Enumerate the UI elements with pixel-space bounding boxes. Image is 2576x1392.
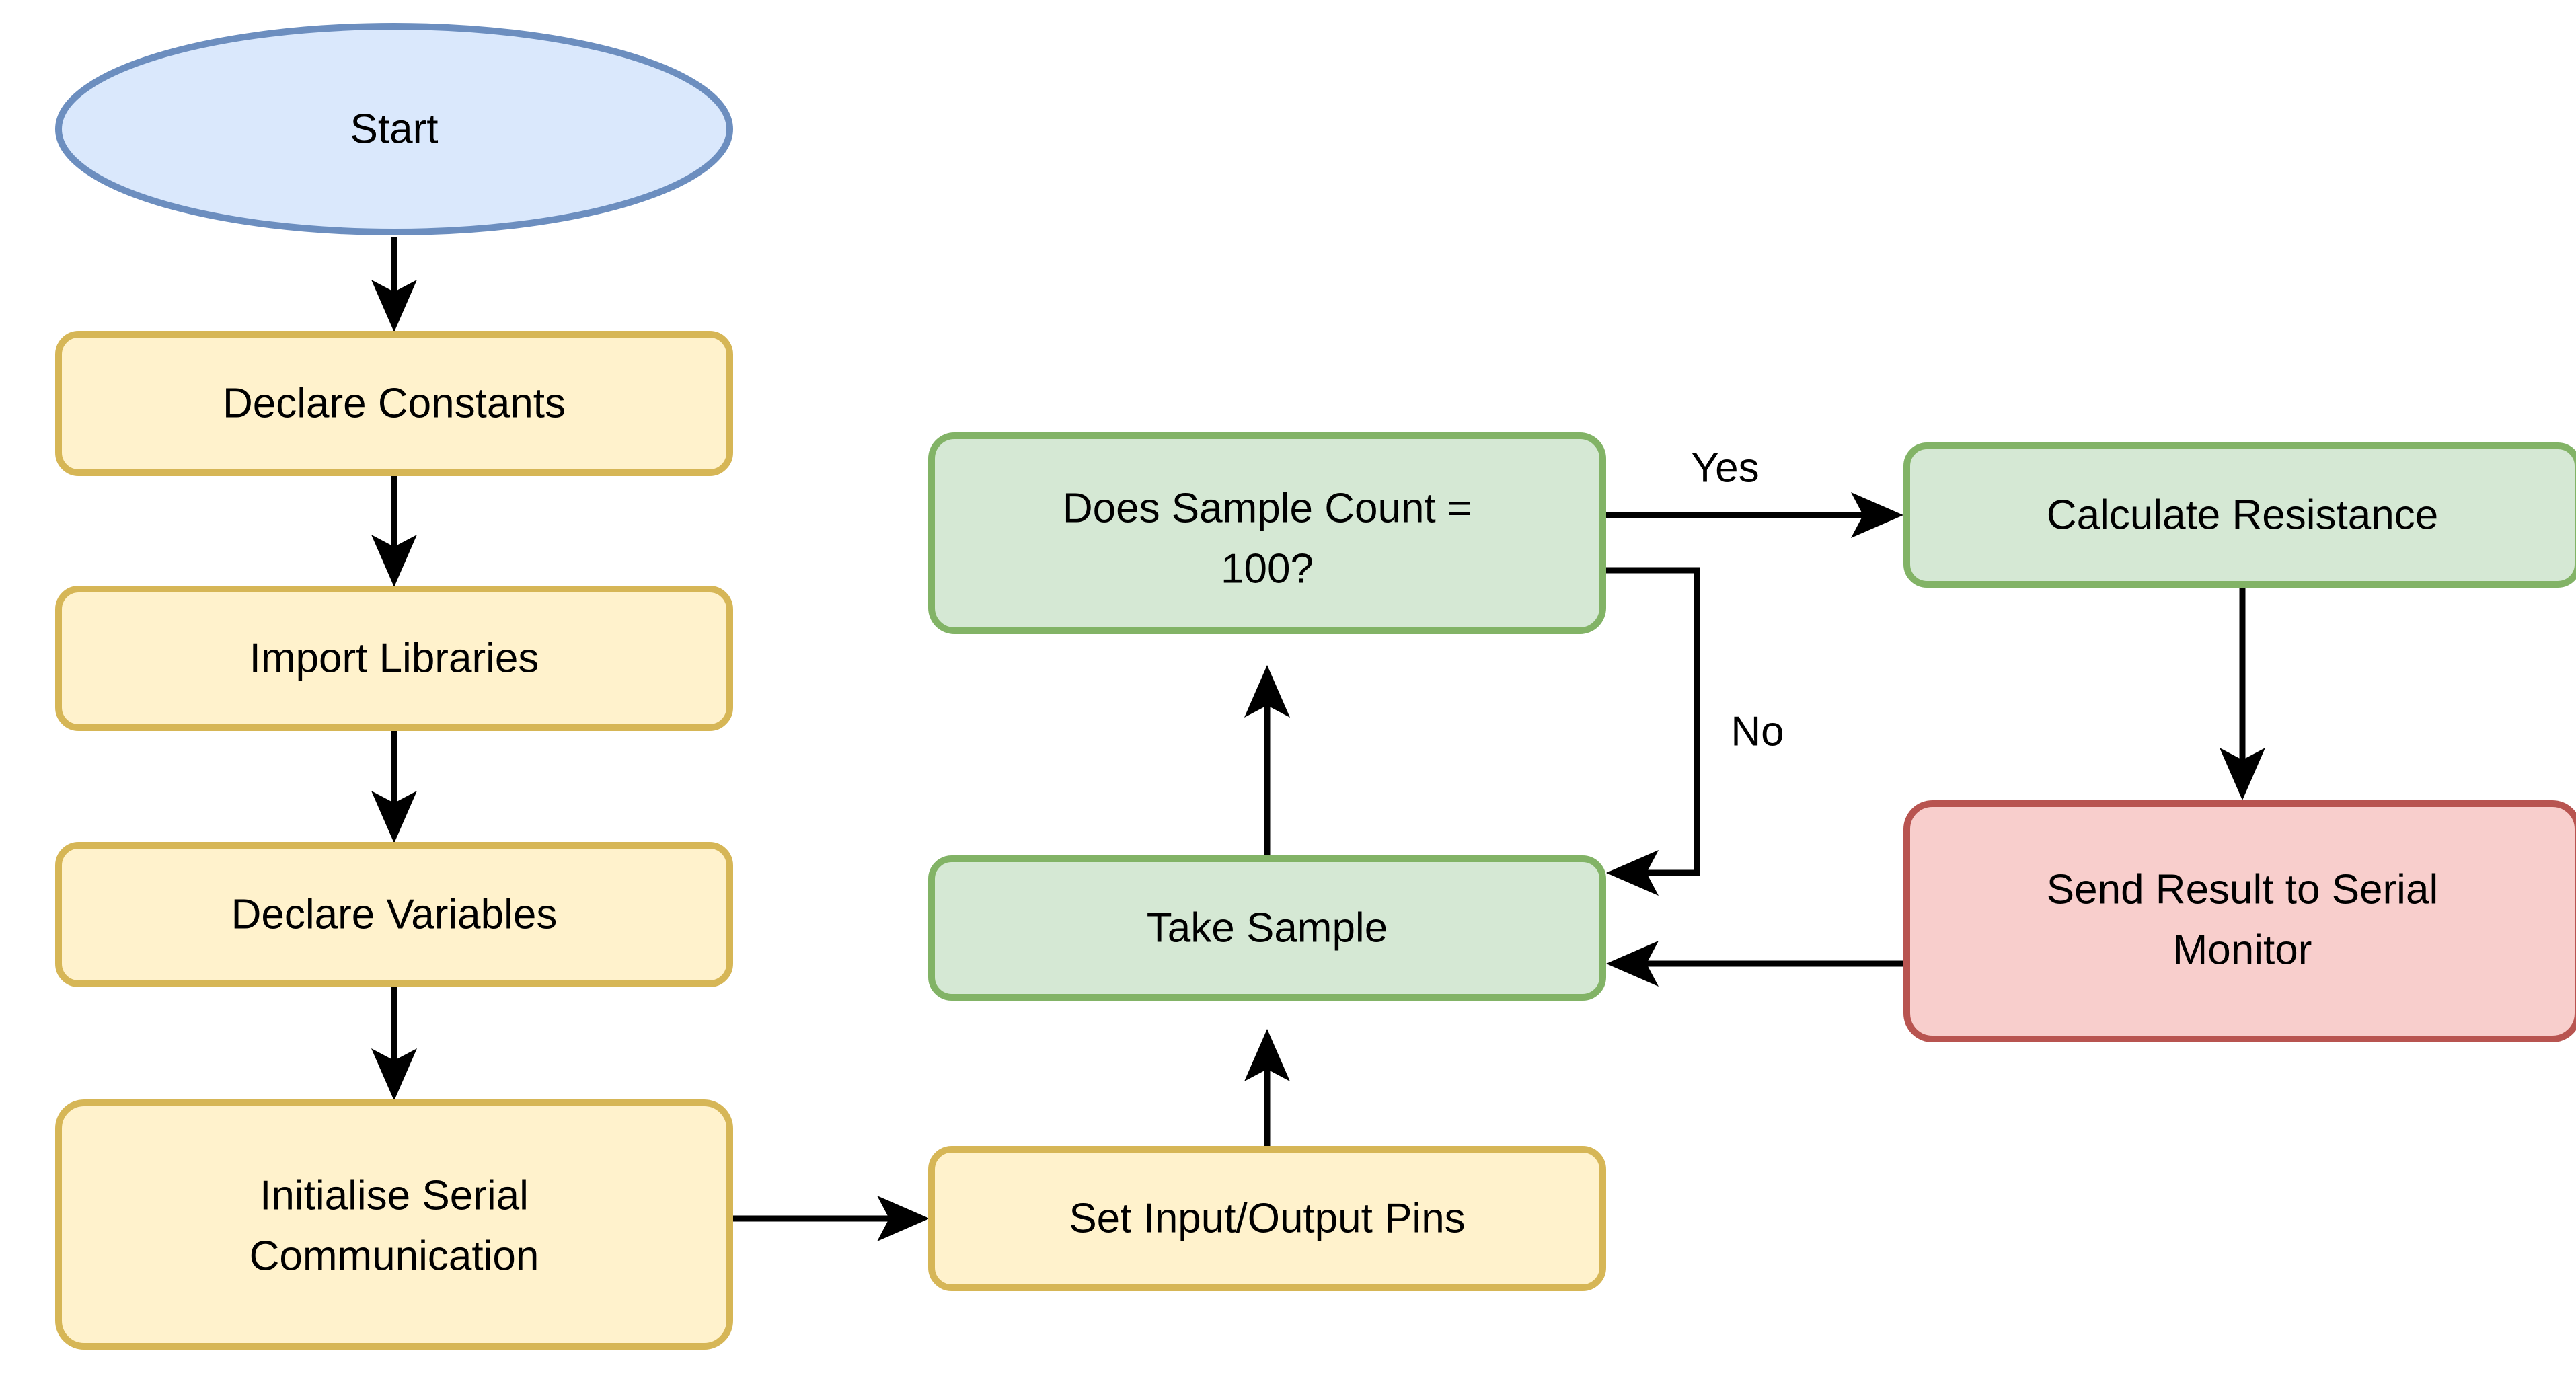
node-does-sample-count-100[interactable]: Does Sample Count = 100? <box>928 432 1606 634</box>
node-calculate-resistance[interactable]: Calculate Resistance <box>1903 442 2576 588</box>
node-import-libraries[interactable]: Import Libraries <box>55 586 733 731</box>
does-sample-count-label-line1: Does Sample Count = <box>1063 485 1472 531</box>
import-libraries-box-shape <box>55 586 733 731</box>
declare-constants-box-shape <box>55 331 733 476</box>
send-result-box-shape <box>1903 800 2576 1042</box>
set-input-output-pins-box-shape <box>928 1146 1606 1291</box>
edge-send-result-to-take-sample <box>1606 941 1903 987</box>
take-sample-box-shape <box>928 855 1606 1001</box>
set-input-output-pins-label: Set Input/Output Pins <box>1069 1195 1465 1241</box>
import-libraries-label: Import Libraries <box>250 635 539 681</box>
declare-constants-label: Declare Constants <box>223 380 566 426</box>
node-send-result-to-serial-monitor[interactable]: Send Result to Serial Monitor <box>1903 800 2576 1042</box>
initialise-serial-box-shape <box>55 1099 733 1350</box>
edge-label-no: No <box>1731 708 1784 755</box>
does-sample-count-label-line2: 100? <box>1221 545 1314 592</box>
declare-variables-label: Declare Variables <box>231 891 558 937</box>
edge-declare-variables-to-initialise-serial <box>371 987 417 1101</box>
initialise-serial-label-line1: Initialise Serial <box>260 1172 529 1219</box>
calculate-resistance-box-shape <box>1903 442 2576 588</box>
edge-take-sample-to-decision <box>1244 665 1290 855</box>
node-take-sample[interactable]: Take Sample <box>928 855 1606 1001</box>
edge-label-yes: Yes <box>1691 444 1759 491</box>
declare-variables-box-shape <box>55 842 733 987</box>
edge-import-libraries-to-declare-variables <box>371 731 417 843</box>
start-ellipse-shape <box>55 23 733 235</box>
start-label: Start <box>350 106 439 152</box>
node-declare-variables[interactable]: Declare Variables <box>55 842 733 987</box>
edge-start-to-declare-constants <box>371 237 417 332</box>
node-declare-constants[interactable]: Declare Constants <box>55 331 733 476</box>
edge-declare-constants-to-import-libraries <box>371 476 417 587</box>
node-start[interactable]: Start <box>55 23 733 235</box>
yes-label: Yes <box>1691 444 1759 491</box>
send-result-label-line2: Monitor <box>2173 927 2312 973</box>
edge-initialise-serial-to-set-pins <box>733 1196 930 1241</box>
take-sample-label: Take Sample <box>1147 904 1388 951</box>
edge-decision-no-to-take-sample <box>1606 567 1700 896</box>
send-result-label-line1: Send Result to Serial <box>2047 866 2438 913</box>
initialise-serial-label-line2: Communication <box>250 1233 539 1279</box>
no-label: No <box>1731 708 1784 755</box>
edge-decision-yes-to-calculate-resistance <box>1606 492 1903 538</box>
calculate-resistance-label: Calculate Resistance <box>2047 492 2438 538</box>
node-set-input-output-pins[interactable]: Set Input/Output Pins <box>928 1146 1606 1291</box>
does-sample-count-box-shape <box>928 432 1606 634</box>
edge-calculate-resistance-to-send-result <box>2220 588 2265 800</box>
edge-set-pins-to-take-sample <box>1244 1029 1290 1146</box>
node-initialise-serial-communication[interactable]: Initialise Serial Communication <box>55 1099 733 1350</box>
